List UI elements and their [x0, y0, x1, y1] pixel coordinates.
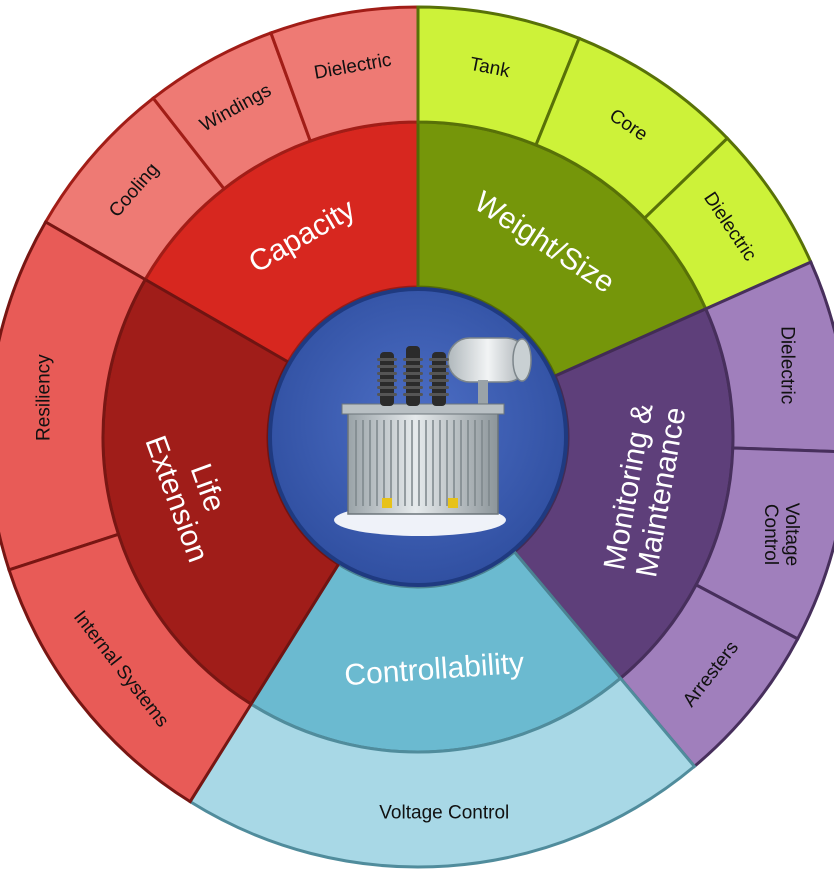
subsegment-label-life-extension-0: Resiliency [33, 354, 54, 441]
subsegment-monitoring-maintenance-0 [703, 260, 834, 454]
subsegment-label-controllability-0: Voltage Control [379, 802, 509, 823]
subsegment-life-extension-1 [7, 532, 254, 804]
outer-ring [0, 5, 834, 869]
subsegment-life-extension-0 [0, 219, 148, 572]
transformer-icon [334, 337, 532, 536]
subsegment-label-monitoring-maintenance-0: Dielectric [777, 326, 798, 404]
subsegment-controllability-0 [188, 676, 697, 869]
subsegment-label-monitoring-maintenance-1: VoltageControl [761, 503, 803, 566]
